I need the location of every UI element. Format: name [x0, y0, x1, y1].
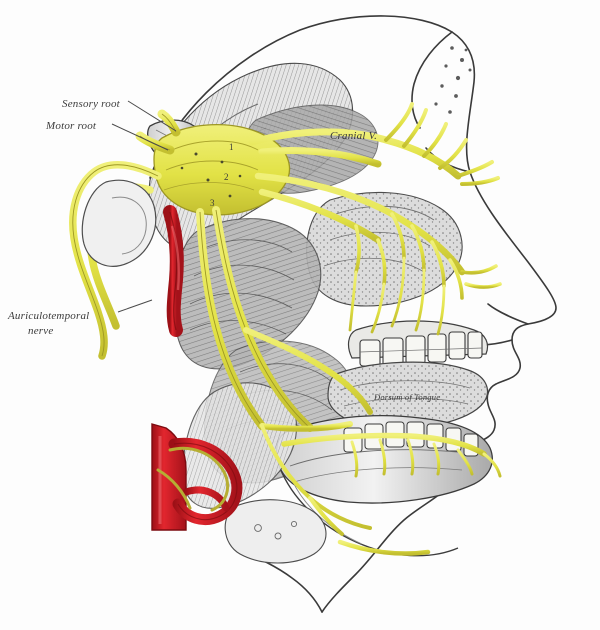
- mental-nerve-chin: [337, 539, 431, 556]
- branch-number-1: 1: [229, 142, 234, 152]
- label-leader-lines: [111, 100, 177, 313]
- leader-motor-root: [111, 123, 169, 151]
- label-cranial-v: Cranial V.: [330, 130, 378, 142]
- chorda-tympani-branch: [156, 446, 229, 512]
- label-dorsum-of-tongue: Dorsum of Tongue: [374, 392, 441, 402]
- inferior-alveolar-nerve: [281, 432, 487, 457]
- infraorbital-branches: [354, 212, 502, 300]
- superior-alveolar-branches: [348, 256, 446, 336]
- external-ear-cartilage: [81, 179, 157, 267]
- leader-sensory-root: [127, 100, 177, 132]
- label-motor-root: Motor root: [46, 120, 97, 132]
- label-auriculotemporal-1: Auriculotemporal: [8, 310, 90, 322]
- branch-number-group: 1 2 3: [210, 142, 234, 208]
- trigeminal-ganglion: [153, 123, 291, 216]
- ophthalmic-terminal-branches: [384, 102, 500, 186]
- leader-auriculotemporal: [117, 299, 153, 313]
- mylohyoid-nerve: [260, 424, 372, 536]
- branch-number-3: 3: [210, 198, 215, 208]
- mental-and-dental-branches: [350, 438, 502, 478]
- label-sensory-root: Sensory root: [62, 98, 120, 110]
- nasal-bone-stipple: [434, 46, 472, 114]
- middle-meningeal-artery: [163, 205, 184, 337]
- lingual-nerve: [243, 327, 373, 432]
- label-auriculotemporal-2: nerve: [28, 325, 54, 337]
- auriculotemporal-outline: [72, 164, 159, 357]
- branch-number-2: 2: [224, 172, 229, 182]
- submandibular-region: [224, 499, 327, 564]
- maxilla-upper-teeth: [347, 320, 489, 367]
